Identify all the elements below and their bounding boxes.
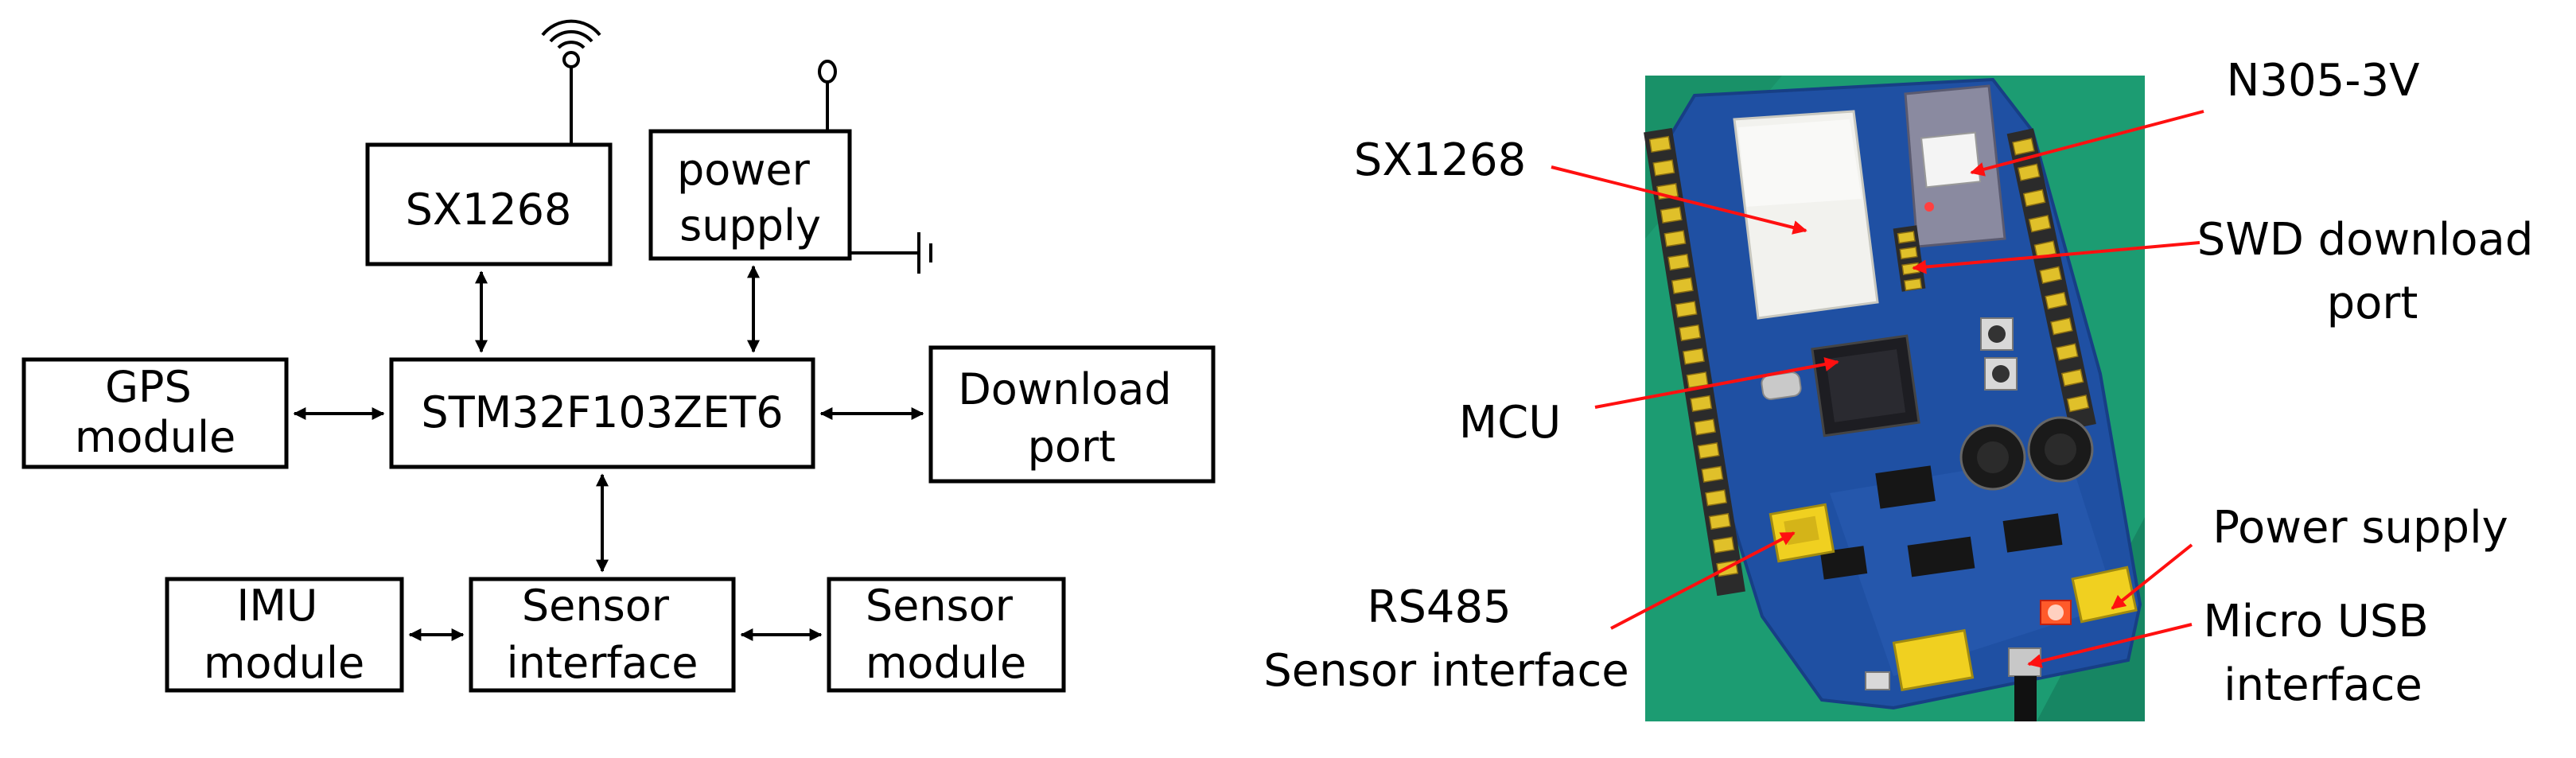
leader-power <box>2111 543 2193 610</box>
block-diagram: SX1268 power supply GPS module STM32F103… <box>21 19 1216 693</box>
callout-sx1268: SX1268 <box>1354 134 1526 186</box>
bottom-connector <box>1892 628 1975 692</box>
micro-usb-port <box>2008 647 2041 721</box>
download-port-block: Download port <box>928 345 1216 484</box>
callout-power-supply: Power supply <box>2212 502 2508 554</box>
leader-micro-usb <box>2027 623 2193 668</box>
mcu-block: STM32F103ZET6 <box>389 357 815 469</box>
power-supply-block: power supply <box>648 129 852 261</box>
imu-module-block: IMU module <box>165 577 404 693</box>
power-supply-label: power supply <box>677 145 823 251</box>
leader-rs485 <box>1610 531 1796 630</box>
sx1268-block: SX1268 <box>365 142 613 266</box>
gps-module-block: GPS module <box>21 357 289 469</box>
board-photo <box>1644 76 2145 721</box>
callout-labels: SX1268 N305-3V SWD download port MCU Pow… <box>1263 55 2547 711</box>
leader-swd <box>1912 241 2200 274</box>
callout-n305: N305-3V <box>2227 55 2420 107</box>
pin-header-right <box>2006 128 2096 430</box>
reset-button <box>1980 317 2014 351</box>
antenna-icon <box>541 19 601 145</box>
callout-leaders <box>1551 110 2204 668</box>
sx1268-module <box>1733 110 1879 320</box>
rs485-connector <box>1769 503 1835 563</box>
sensor-interface-label: Sensor interface <box>507 581 698 688</box>
swd-header <box>1893 225 1926 292</box>
mcu-label: STM32F103ZET6 <box>421 387 783 437</box>
callout-rs485: RS485 Sensor interface <box>1263 581 1629 697</box>
capacitors <box>1959 416 2094 491</box>
pin-header-left <box>1644 127 1745 597</box>
connector-arrows <box>293 265 924 641</box>
boot-button <box>1984 357 2018 391</box>
download-port-label: Download port <box>958 364 1185 472</box>
gps-module-label: GPS module <box>75 362 235 462</box>
sensor-interface-block: Sensor interface <box>469 577 736 693</box>
leader-n305 <box>1970 110 2204 177</box>
n305-module <box>1904 84 2006 248</box>
sx1268-label: SX1268 <box>406 185 572 235</box>
mcu-chip <box>1811 334 1920 437</box>
sensor-module-block: Sensor module <box>827 577 1066 693</box>
callout-micro-usb: Micro USB interface <box>2203 596 2442 711</box>
callout-swd: SWD download port <box>2197 214 2547 329</box>
sensor-module-label: Sensor module <box>866 581 1026 688</box>
imu-module-label: IMU module <box>204 581 364 688</box>
callout-mcu: MCU <box>1459 397 1561 449</box>
leader-sx1268 <box>1551 165 1807 235</box>
leader-mcu <box>1594 357 1839 409</box>
